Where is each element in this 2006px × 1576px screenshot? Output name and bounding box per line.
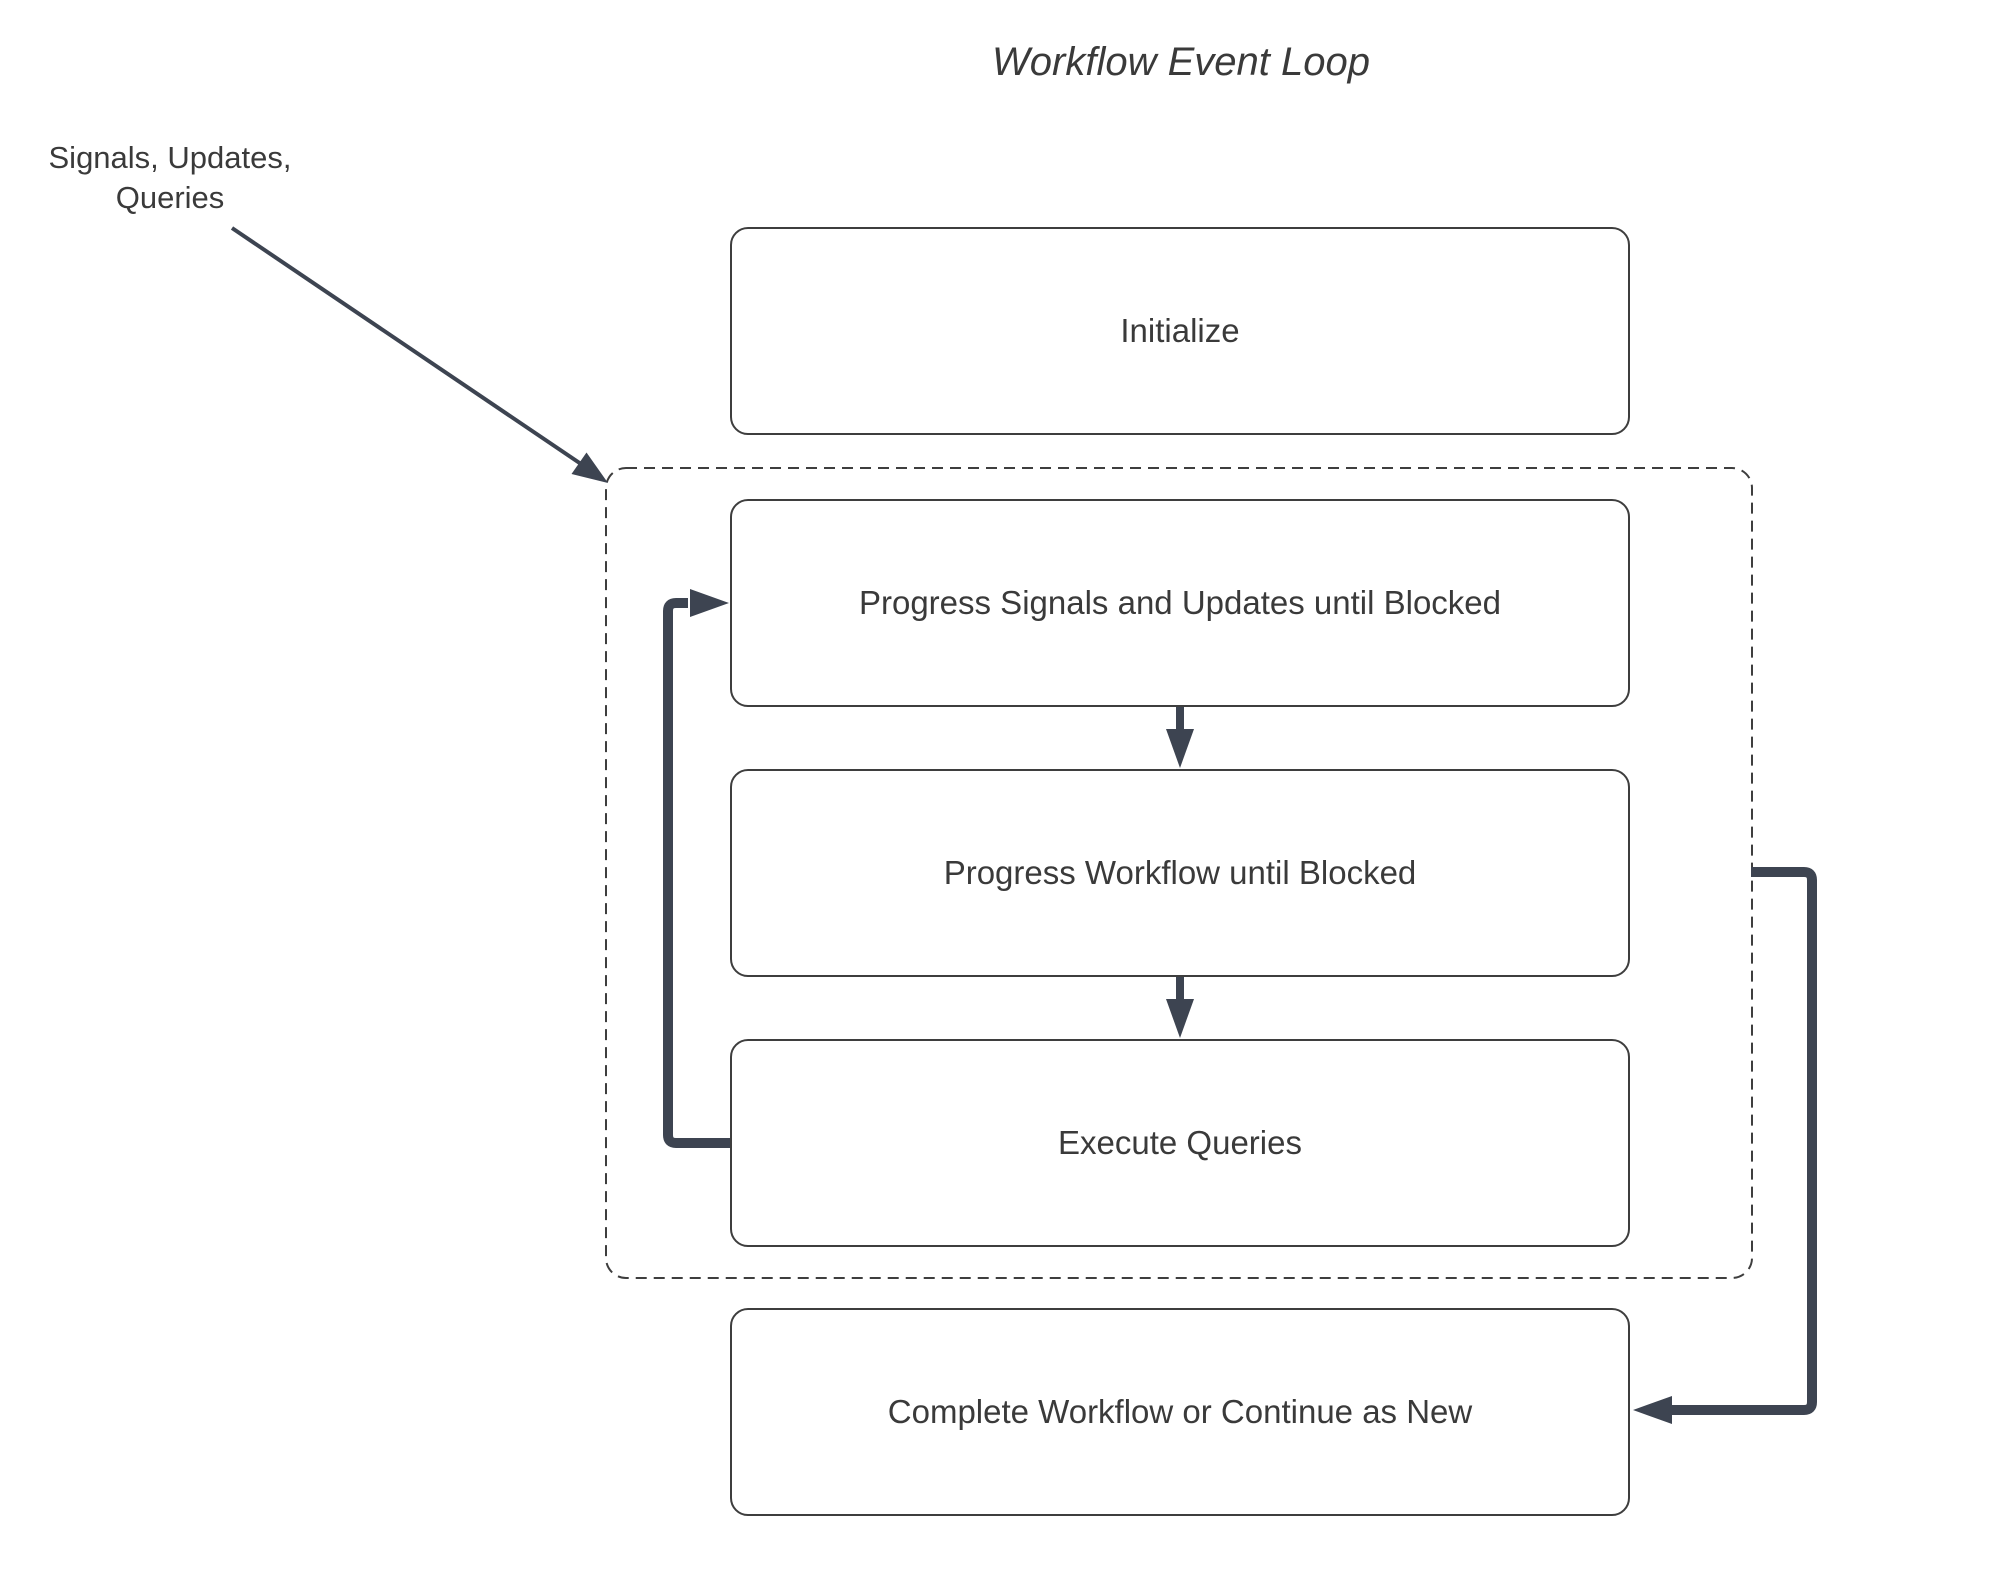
- node-initialize-label: Initialize: [1120, 312, 1240, 349]
- arrowhead-right-icon: [690, 589, 729, 617]
- arrowhead-down-icon: [1166, 999, 1194, 1038]
- arrow-shaft: [663, 598, 730, 1148]
- node-progress-signals-label: Progress Signals and Updates until Block…: [858, 584, 1502, 621]
- diagram-title: Workflow Event Loop: [992, 40, 1370, 84]
- arrowhead-left-icon: [1633, 1396, 1672, 1424]
- node-execute-queries-label: Execute Queries: [1058, 1124, 1302, 1161]
- arrow-signals-into-loop-shaft: [230, 226, 586, 468]
- arrow-shaft: [1672, 867, 1817, 1415]
- node-execute-queries: Execute Queries: [730, 1039, 1630, 1247]
- arrow-signals-into-loop: [230, 226, 608, 483]
- node-complete-workflow-label: Complete Workflow or Continue as New: [887, 1393, 1473, 1430]
- arrow-loop-exit-to-complete: [1633, 867, 1817, 1424]
- arrow-queries-loop-back: [663, 589, 730, 1148]
- arrow-progress-signals-to-workflow: [1166, 707, 1194, 768]
- node-progress-signals: Progress Signals and Updates until Block…: [730, 499, 1630, 707]
- arrowhead-down-icon: [1166, 729, 1194, 768]
- signals-updates-queries-label: Signals, Updates, Queries: [48, 140, 292, 215]
- node-progress-workflow-label: Progress Workflow until Blocked: [943, 854, 1417, 891]
- node-progress-workflow: Progress Workflow until Blocked: [730, 769, 1630, 977]
- node-complete-workflow: Complete Workflow or Continue as New: [730, 1308, 1630, 1516]
- node-initialize: Initialize: [730, 227, 1630, 435]
- arrow-progress-workflow-to-queries: [1166, 977, 1194, 1038]
- arrowhead-down-right-icon: [571, 452, 608, 483]
